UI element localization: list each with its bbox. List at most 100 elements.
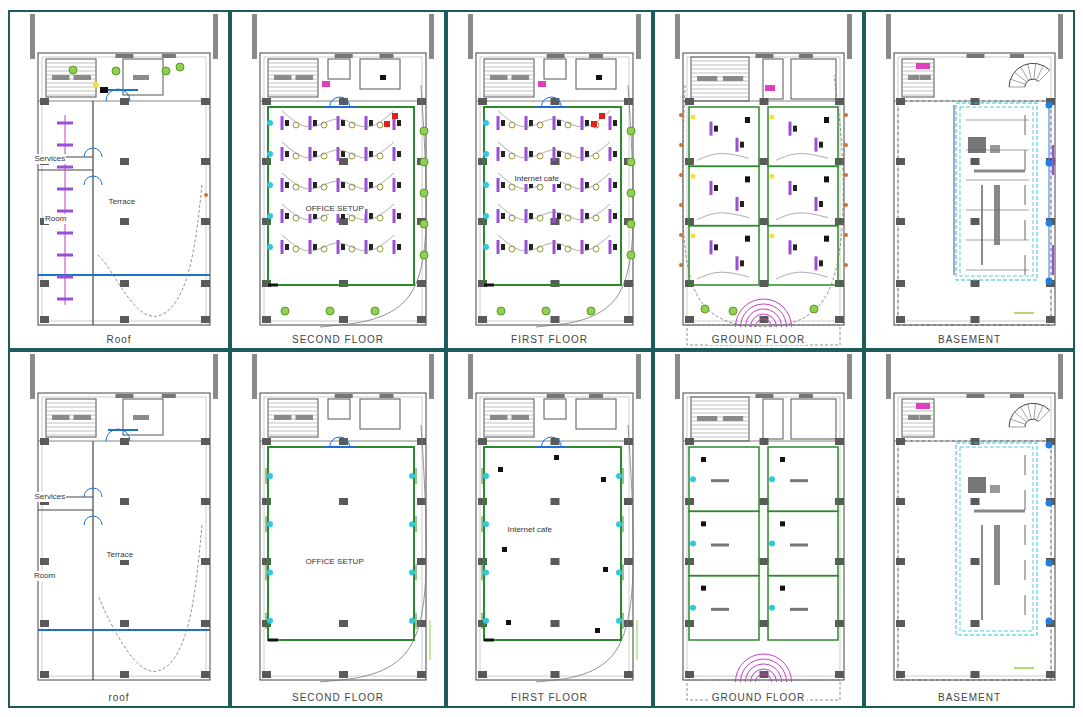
stair-step <box>268 63 318 64</box>
switch-box <box>341 182 345 188</box>
computer-point <box>780 521 785 526</box>
desk <box>711 608 729 611</box>
floor-caption: GROUND FLOOR <box>710 334 808 345</box>
spiral-stair <box>1009 403 1050 427</box>
floor-caption: BASEMENT <box>936 334 1003 345</box>
circuit-wire <box>776 213 828 220</box>
cabin-wall <box>689 511 759 575</box>
switch-box <box>714 126 718 132</box>
conduit <box>1049 103 1050 285</box>
stair-step <box>268 83 318 84</box>
shaft-wall <box>30 14 35 59</box>
computer-point <box>595 628 600 633</box>
column <box>685 671 694 678</box>
tube-light <box>710 122 713 136</box>
floor-caption: FIRST FLOOR <box>509 692 590 703</box>
stair-landing <box>490 75 508 80</box>
column <box>624 671 633 678</box>
tube-light <box>57 254 73 257</box>
shaft-wall <box>213 354 218 399</box>
conduit <box>266 564 267 580</box>
switch-board <box>824 236 829 242</box>
stair-step <box>268 403 318 404</box>
socket <box>409 521 415 527</box>
column <box>339 438 348 445</box>
spiral-step <box>1009 427 1025 428</box>
stair-step <box>268 423 318 424</box>
stair-step <box>484 423 534 424</box>
tube-light <box>525 209 528 223</box>
basement-outline <box>898 441 1051 680</box>
parking-line <box>1025 220 1026 240</box>
car <box>990 145 1000 153</box>
socket <box>409 473 415 479</box>
computer-point <box>780 457 785 462</box>
stair-step <box>484 63 534 64</box>
tube-light <box>281 116 284 130</box>
column <box>896 158 905 165</box>
switch-box <box>740 260 744 266</box>
switch-box <box>369 182 373 188</box>
column <box>40 620 49 627</box>
cabin-wall <box>689 226 759 285</box>
door-line <box>323 106 356 108</box>
shaft-wall <box>30 354 35 399</box>
tube-light <box>1052 145 1054 175</box>
cabin-wall <box>768 107 838 166</box>
socket <box>690 541 696 547</box>
service-room <box>360 399 400 429</box>
column <box>417 280 426 287</box>
shaft-wall <box>468 354 473 399</box>
stair-step <box>902 95 934 96</box>
floor-panel: roofServicesRoomTerrace <box>8 350 230 708</box>
column <box>760 558 769 565</box>
floor-caption: FIRST FLOOR <box>509 334 590 345</box>
socket <box>267 244 273 250</box>
computer-point <box>498 467 503 472</box>
conduit <box>623 613 624 629</box>
circuit-wire <box>282 173 394 189</box>
column <box>896 558 905 565</box>
stair-step <box>484 95 534 96</box>
conduit <box>623 564 624 580</box>
socket <box>409 618 415 624</box>
partition-wall <box>92 101 93 325</box>
room-name: OFFICE SETUP <box>305 557 365 567</box>
column <box>896 498 905 505</box>
stair <box>691 57 749 101</box>
parking-line <box>1025 560 1026 580</box>
window <box>1010 394 1024 398</box>
socket <box>616 569 622 575</box>
stair-step <box>902 71 934 72</box>
floor-caption: roof <box>106 692 131 703</box>
stair-step <box>46 63 96 64</box>
light-point <box>679 233 683 237</box>
exhaust-point <box>627 251 635 259</box>
desk <box>790 608 808 611</box>
stair-landing <box>723 76 743 81</box>
car <box>968 477 986 493</box>
switch-box <box>285 213 289 219</box>
socket <box>267 618 273 624</box>
spiral-stair <box>1025 79 1039 87</box>
stair-step <box>46 435 96 436</box>
circuit-wire <box>282 235 394 251</box>
switch-box <box>285 244 289 250</box>
bay-line <box>966 180 1029 181</box>
circuit-wire <box>697 213 749 220</box>
room-name: Terrace <box>108 197 137 207</box>
floor-caption: BASEMENT <box>936 692 1003 703</box>
shaft-wall <box>429 354 434 399</box>
tube-light <box>815 256 818 270</box>
socket <box>769 541 775 547</box>
bay-line <box>966 270 1029 271</box>
column <box>478 498 487 505</box>
entry-steps <box>756 319 772 327</box>
switch-box <box>369 151 373 157</box>
switch-box <box>613 151 617 157</box>
stair-step <box>484 407 534 408</box>
conduit <box>416 468 417 484</box>
tube-light <box>581 178 584 192</box>
floor-caption: Roof <box>104 334 133 345</box>
column <box>262 498 271 505</box>
